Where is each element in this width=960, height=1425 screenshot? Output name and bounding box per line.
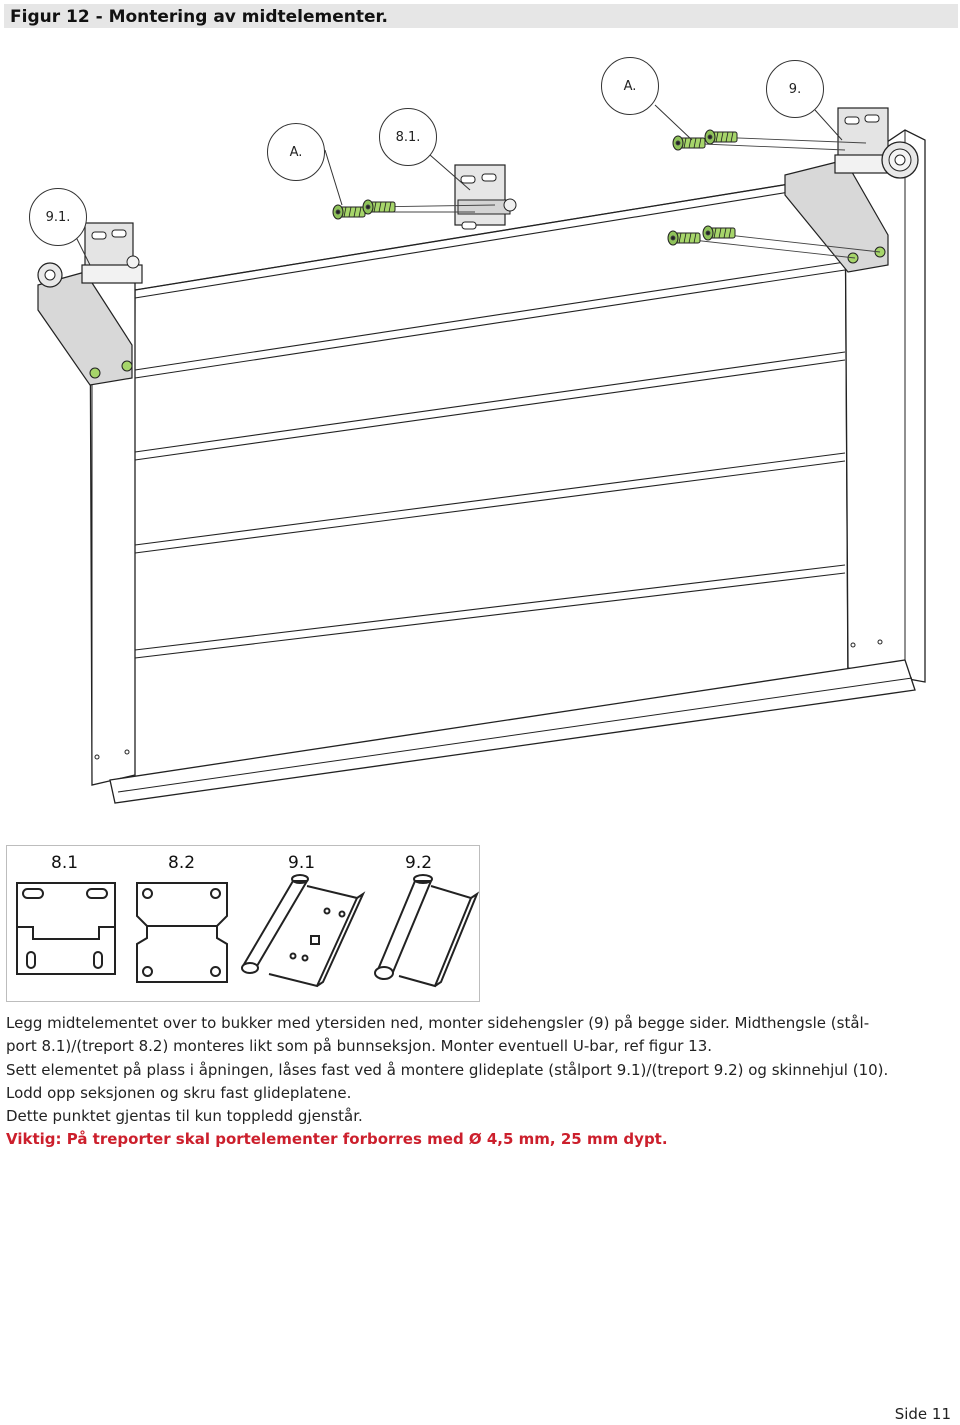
screw-group-left bbox=[332, 199, 496, 220]
detail-label-8-1: 8.1 bbox=[51, 853, 79, 873]
hinge-detail-box: 8.1 8.2 9.1 9.2 bbox=[6, 845, 480, 1002]
instruction-line: Legg midtelementet over to bukker med yt… bbox=[6, 1014, 870, 1032]
hinge-8-1-drawing bbox=[16, 882, 116, 975]
callout-left-screw: A. bbox=[267, 123, 325, 181]
hinge-9-1-drawing bbox=[241, 874, 366, 988]
right-side-bracket bbox=[784, 107, 919, 273]
assembly-drawing bbox=[37, 104, 926, 804]
callout-middle-hinge: 8.1. bbox=[379, 108, 437, 166]
figure-title: Figur 12 - Montering av midtelementer. bbox=[10, 7, 388, 27]
middle-hinge bbox=[454, 164, 517, 230]
detail-label-9-1: 9.1 bbox=[288, 853, 316, 873]
detail-label-9-2: 9.2 bbox=[405, 853, 433, 873]
instruction-line: port 8.1)/(treport 8.2) monteres likt so… bbox=[6, 1037, 713, 1056]
bottom-edge bbox=[109, 659, 916, 804]
left-side-bracket bbox=[37, 222, 143, 386]
instruction-line: Lodd opp seksjonen og skru fast glidepla… bbox=[6, 1083, 352, 1102]
callout-right-screw: A. bbox=[601, 57, 659, 115]
hinge-8-2-drawing bbox=[136, 882, 228, 983]
instruction-line: Dette punktet gjentas til kun toppledd g… bbox=[6, 1107, 363, 1126]
instruction-text: Legg midtelementet over to bukker med yt… bbox=[6, 1012, 956, 1152]
page-number: Side 11 bbox=[894, 1405, 951, 1423]
warning-text: Viktig: På treporter skal portelementer … bbox=[6, 1130, 668, 1149]
screw-group-right-top bbox=[672, 129, 867, 151]
instruction-line: Sett elementet på plass i åpningen, låse… bbox=[6, 1060, 889, 1079]
detail-label-8-2: 8.2 bbox=[168, 853, 196, 873]
callout-right-bracket: 9. bbox=[766, 60, 824, 118]
figure-header: Figur 12 - Montering av midtelementer. bbox=[4, 4, 958, 28]
hinge-9-2-drawing bbox=[374, 874, 479, 988]
callout-left-bracket: 9.1. bbox=[29, 188, 87, 246]
screw-group-right-mid bbox=[667, 225, 881, 259]
